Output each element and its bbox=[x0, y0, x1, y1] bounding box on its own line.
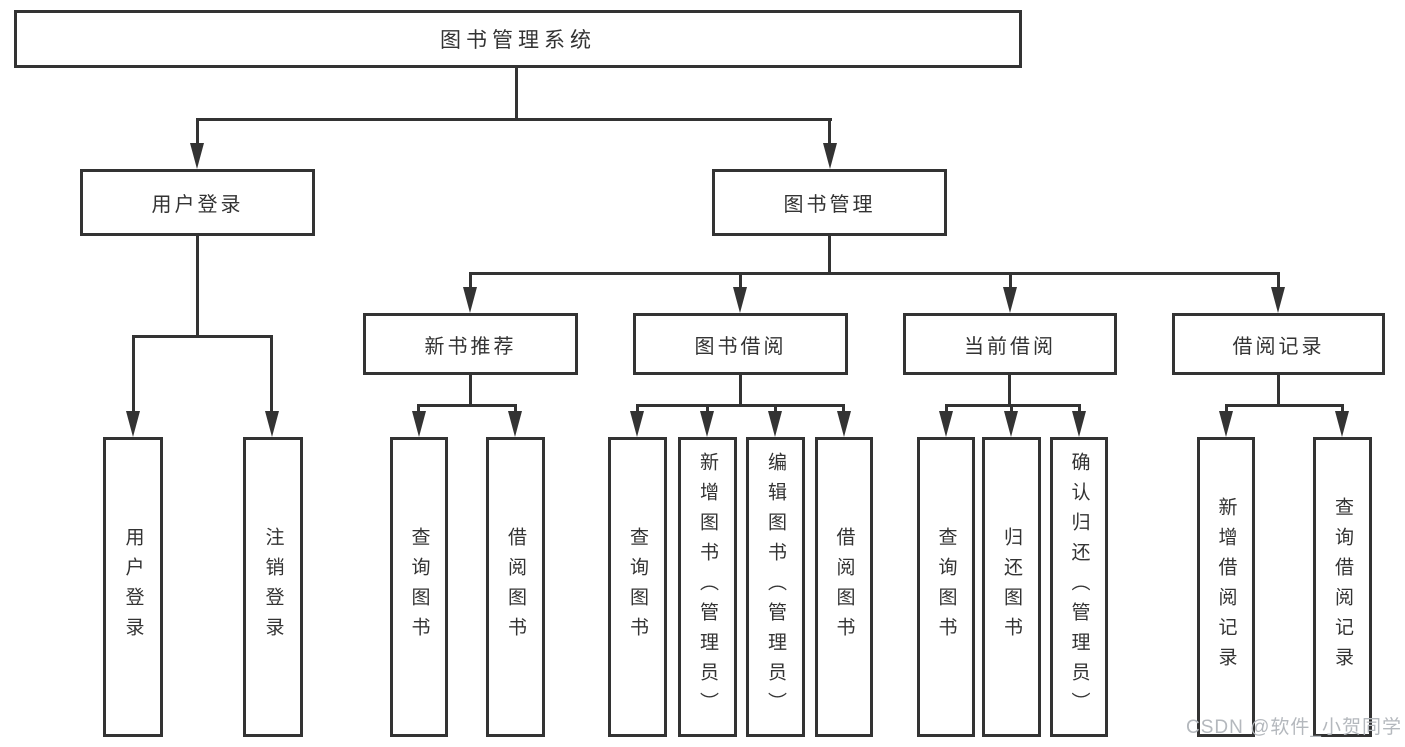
leaf-query-borrow-record: 查询借阅记录 bbox=[1313, 437, 1372, 737]
connector-hline bbox=[418, 404, 517, 407]
arrowhead-down-icon bbox=[1219, 411, 1233, 437]
leaf-logout: 注销登录 bbox=[243, 437, 303, 737]
leaf-query-books-borrowing: 查询图书 bbox=[608, 437, 667, 737]
arrowhead-down-icon bbox=[1072, 411, 1086, 437]
leaf-edit-books-admin: 编辑图书（管理员） bbox=[746, 437, 805, 737]
leaf-user-login: 用户登录 bbox=[103, 437, 163, 737]
connector-vline bbox=[828, 236, 831, 274]
connector-vline bbox=[1078, 404, 1081, 413]
connector-vline bbox=[417, 404, 420, 413]
connector-vline bbox=[842, 404, 845, 413]
leaf-add-borrow-record: 新增借阅记录 bbox=[1197, 437, 1255, 737]
connector-vline bbox=[515, 68, 518, 121]
connector-vline bbox=[739, 274, 742, 288]
connector-vline bbox=[469, 274, 472, 288]
node-new-book-recommendation: 新书推荐 bbox=[363, 313, 578, 375]
arrowhead-down-icon bbox=[508, 411, 522, 437]
arrowhead-down-icon bbox=[768, 411, 782, 437]
arrowhead-down-icon bbox=[463, 287, 477, 313]
connector-vline bbox=[469, 375, 472, 406]
connector-hline bbox=[196, 118, 832, 121]
connector-vline bbox=[1225, 404, 1228, 413]
node-library-management-system: 图书管理系统 bbox=[14, 10, 1022, 68]
arrowhead-down-icon bbox=[190, 143, 204, 169]
connector-vline bbox=[1010, 404, 1013, 413]
connector-vline bbox=[514, 404, 517, 413]
arrowhead-down-icon bbox=[630, 411, 644, 437]
connector-vline bbox=[196, 236, 199, 337]
node-user-login: 用户登录 bbox=[80, 169, 315, 236]
arrowhead-down-icon bbox=[1004, 411, 1018, 437]
connector-hline bbox=[1225, 404, 1344, 407]
connector-vline bbox=[196, 120, 199, 146]
arrowhead-down-icon bbox=[823, 143, 837, 169]
leaf-add-books-admin: 新增图书（管理员） bbox=[678, 437, 737, 737]
connector-vline bbox=[739, 375, 742, 406]
watermark: CSDN @软件_小贺同学 bbox=[1186, 717, 1402, 738]
connector-vline bbox=[132, 337, 135, 413]
connector-hline bbox=[469, 272, 1280, 275]
connector-vline bbox=[1277, 375, 1280, 406]
arrowhead-down-icon bbox=[265, 411, 279, 437]
leaf-borrow-books-recommend: 借阅图书 bbox=[486, 437, 545, 737]
arrowhead-down-icon bbox=[837, 411, 851, 437]
connector-vline bbox=[828, 120, 831, 146]
connector-vline bbox=[945, 404, 948, 413]
arrowhead-down-icon bbox=[733, 287, 747, 313]
arrowhead-down-icon bbox=[939, 411, 953, 437]
arrowhead-down-icon bbox=[1271, 287, 1285, 313]
leaf-return-books: 归还图书 bbox=[982, 437, 1041, 737]
leaf-confirm-return-admin: 确认归还（管理员） bbox=[1050, 437, 1108, 737]
connector-vline bbox=[636, 404, 639, 413]
connector-hline bbox=[636, 404, 845, 407]
leaf-borrow-books: 借阅图书 bbox=[815, 437, 873, 737]
leaf-query-books-recommend: 查询图书 bbox=[390, 437, 448, 737]
connector-vline bbox=[706, 404, 709, 413]
leaf-query-books-current: 查询图书 bbox=[917, 437, 975, 737]
arrowhead-down-icon bbox=[1003, 287, 1017, 313]
connector-vline bbox=[1277, 274, 1280, 288]
connector-vline bbox=[1008, 375, 1011, 406]
node-book-management: 图书管理 bbox=[712, 169, 947, 236]
connector-vline bbox=[1009, 274, 1012, 288]
arrowhead-down-icon bbox=[700, 411, 714, 437]
connector-vline bbox=[1341, 404, 1344, 413]
arrowhead-down-icon bbox=[126, 411, 140, 437]
node-current-borrowing: 当前借阅 bbox=[903, 313, 1117, 375]
connector-vline bbox=[270, 337, 273, 413]
arrowhead-down-icon bbox=[412, 411, 426, 437]
connector-hline bbox=[132, 335, 273, 338]
arrowhead-down-icon bbox=[1335, 411, 1349, 437]
node-book-borrowing: 图书借阅 bbox=[633, 313, 848, 375]
node-borrowing-records: 借阅记录 bbox=[1172, 313, 1385, 375]
connector-vline bbox=[774, 404, 777, 413]
